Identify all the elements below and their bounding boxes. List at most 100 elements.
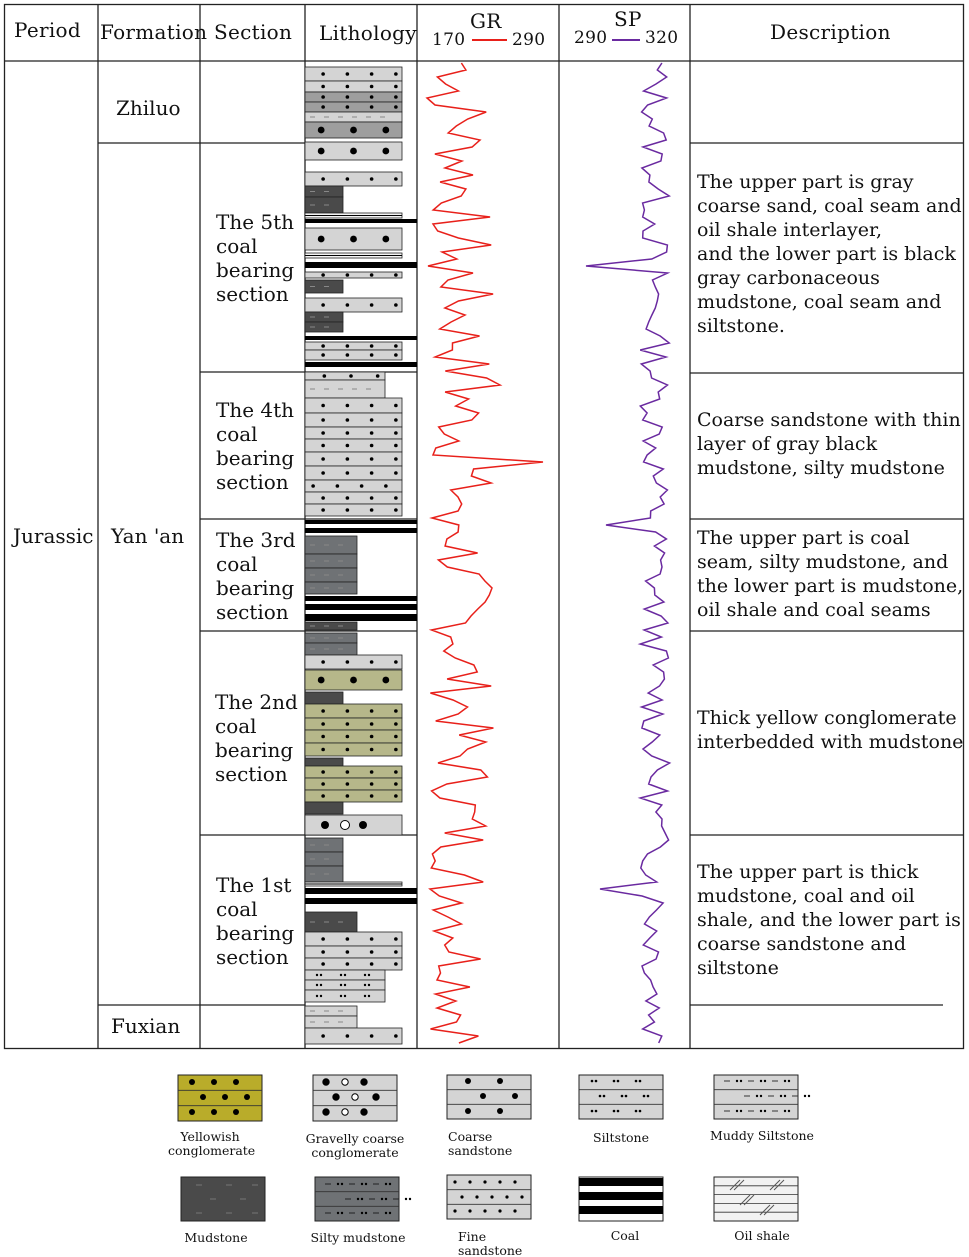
- section-2nd: The 2nd coal bearing section: [215, 690, 298, 786]
- dot-mark: [222, 1094, 228, 1100]
- dot-mark: [759, 1079, 763, 1083]
- gr-scale-min: 170: [432, 30, 466, 50]
- legend-label-line: sandstone: [458, 1243, 523, 1257]
- dot-mark: [233, 1079, 239, 1085]
- dot-mark: [483, 1209, 487, 1213]
- dot-mark: [321, 734, 325, 739]
- dot-mark: [319, 973, 323, 977]
- description-5th-line: The upper part is gray: [697, 171, 914, 193]
- gravel-mark: [341, 1078, 349, 1086]
- lithology-bed: [304, 503, 403, 517]
- legend-label-line: Coarse: [448, 1129, 493, 1144]
- dot-mark: [394, 353, 398, 357]
- legend-label-line: Oil shale: [734, 1228, 790, 1243]
- lithology-bed: [304, 837, 344, 853]
- section-3rd-line-2: coal: [216, 552, 258, 576]
- gravel-mark: [322, 1078, 330, 1086]
- dot-mark: [244, 1094, 250, 1100]
- coal-bed-fill: [305, 888, 417, 894]
- dot-mark: [345, 794, 350, 798]
- bed-fill: [304, 1027, 403, 1045]
- lithology-bed: [304, 271, 403, 279]
- dot-mark: [211, 1109, 217, 1115]
- dot-mark: [394, 431, 398, 435]
- coal-band: [579, 1178, 663, 1186]
- coal-band: [579, 1192, 663, 1200]
- description-4th-line: mudstone, silty mudstone: [697, 457, 945, 479]
- lithology-bed: [304, 321, 344, 333]
- dot-mark: [345, 937, 350, 941]
- dot-mark: [321, 747, 325, 752]
- dot-mark: [345, 457, 350, 461]
- dot-mark: [369, 950, 374, 954]
- legend-swatch-oil-shale: [713, 1176, 799, 1222]
- legend-swatch-coal: [578, 1176, 664, 1222]
- lithology-bed: [305, 362, 417, 367]
- description-5th-line: oil shale interlayer,: [697, 219, 882, 241]
- dot-mark: [739, 1109, 743, 1113]
- dot-mark: [783, 1094, 787, 1098]
- dot-mark: [336, 1182, 340, 1186]
- dot-mark: [343, 994, 347, 998]
- dot-mark: [345, 431, 350, 435]
- dot-mark: [369, 794, 374, 798]
- legend-swatch-coarse-sandstone: [446, 1074, 532, 1120]
- dot-mark: [315, 983, 319, 987]
- dot-mark: [394, 962, 398, 966]
- dot-mark: [382, 676, 390, 684]
- legend-swatch-silty-mudstone: [314, 1176, 412, 1222]
- lithology-bed: [305, 336, 417, 340]
- lithology-bed: [304, 881, 403, 887]
- lithology-bed: [305, 604, 417, 610]
- lithology-bed: [304, 121, 403, 139]
- lithology-bed: [304, 311, 344, 323]
- lithology-bed: [304, 814, 403, 836]
- bed-fill: [304, 621, 358, 631]
- dot-mark: [642, 1094, 646, 1098]
- legend-swatch-muddy-siltstone: [713, 1074, 811, 1120]
- gr-scale-max: 290: [512, 30, 546, 50]
- dot-mark: [359, 821, 367, 829]
- dot-mark: [345, 72, 350, 76]
- dot-mark: [321, 1034, 325, 1038]
- dot-mark: [735, 1109, 739, 1113]
- legend-swatch-mudstone: [180, 1176, 266, 1222]
- header-description: Description: [770, 20, 891, 44]
- description-3rd: The upper part is coal seam, silty mudst…: [697, 526, 963, 622]
- dot-mark: [505, 1195, 509, 1199]
- section-4th-line-4: section: [216, 470, 289, 494]
- dot-mark: [317, 235, 325, 243]
- description-3rd-line: oil shale and coal seams: [697, 599, 931, 621]
- lithology-bed: [305, 596, 417, 601]
- dot-mark: [783, 1079, 787, 1083]
- formation-zhiluo: Zhiluo: [116, 96, 181, 120]
- dot-mark: [735, 1079, 739, 1083]
- dot-mark: [321, 105, 325, 109]
- dot-mark: [345, 782, 350, 786]
- description-5th-line: coarse sand, coal seam and: [697, 195, 962, 217]
- dot-mark: [394, 443, 398, 448]
- legend-label-line: Yellowish: [180, 1129, 240, 1144]
- dot-mark: [345, 770, 350, 774]
- legend-label-line: Siltstone: [593, 1130, 649, 1145]
- description-2nd-line: interbedded with mudstone: [697, 731, 964, 753]
- dot-mark: [321, 782, 325, 786]
- dot-mark: [590, 1079, 594, 1083]
- dot-mark: [394, 84, 398, 89]
- dot-mark: [475, 1195, 479, 1199]
- sp-scale-min: 290: [574, 28, 608, 48]
- dot-mark: [369, 95, 374, 99]
- legend-swatch-yellowish-conglomerate: [177, 1074, 263, 1122]
- lithology-bed: [304, 465, 403, 481]
- coal-bed-fill: [305, 520, 417, 524]
- dot-mark: [345, 95, 350, 99]
- dot-mark: [339, 973, 343, 977]
- dot-mark: [763, 1109, 767, 1113]
- dot-mark: [465, 1078, 471, 1084]
- dot-mark: [339, 983, 343, 987]
- header-sp: SP: [614, 7, 642, 31]
- gravel-mark: [341, 1108, 349, 1116]
- dot-mark: [345, 177, 350, 181]
